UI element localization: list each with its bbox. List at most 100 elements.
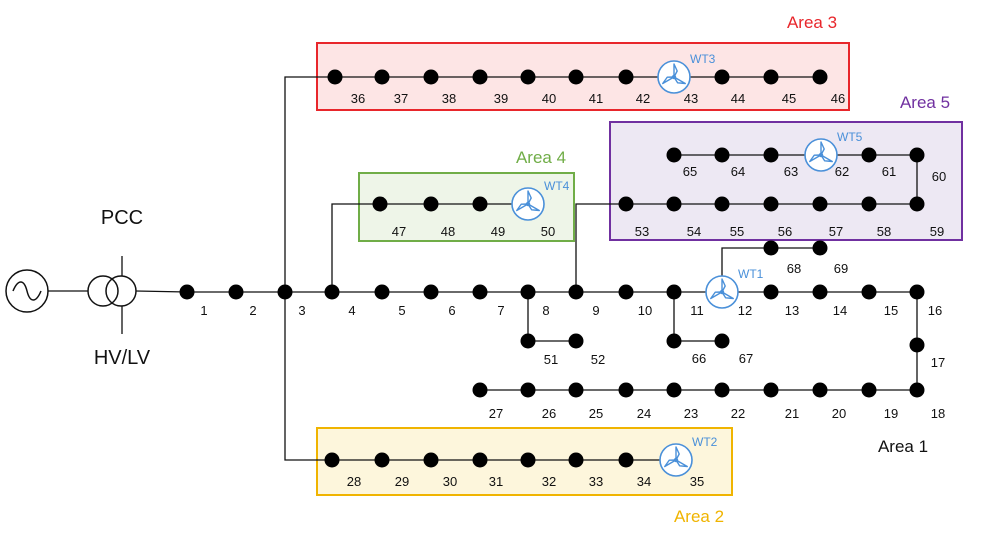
- wind-turbine-wt3-icon: [657, 60, 691, 94]
- bus-label-8: 8: [542, 303, 549, 318]
- transformer-line: [135, 290, 188, 293]
- bus-48: [423, 196, 439, 212]
- bus-23: [666, 382, 682, 398]
- bus-label-12: 12: [738, 303, 752, 318]
- bus-19: [861, 382, 877, 398]
- bus-68: [763, 240, 779, 256]
- bus-38: [423, 69, 439, 85]
- bus-label-30: 30: [443, 474, 457, 489]
- bus-17: [909, 337, 925, 353]
- bus-58: [861, 196, 877, 212]
- bus-label-13: 13: [785, 303, 799, 318]
- bus-54: [666, 196, 682, 212]
- bus-47: [372, 196, 388, 212]
- wt-label-wt2: WT2: [692, 435, 718, 449]
- bus-63: [763, 147, 779, 163]
- transformer-icon: [87, 275, 137, 307]
- bus-label-27: 27: [489, 406, 503, 421]
- bus-label-34: 34: [637, 474, 651, 489]
- bus-label-49: 49: [491, 224, 505, 239]
- bus-label-7: 7: [497, 303, 504, 318]
- bus-label-16: 16: [928, 303, 942, 318]
- bus-label-17: 17: [931, 355, 945, 370]
- bus-37: [374, 69, 390, 85]
- bus-56: [763, 196, 779, 212]
- bus-55: [714, 196, 730, 212]
- bus-51: [520, 333, 536, 349]
- ac-source: [5, 269, 49, 313]
- area-1-label: Area 1: [878, 437, 928, 456]
- bus-2: [228, 284, 244, 300]
- bus-label-53: 53: [635, 224, 649, 239]
- bus-31: [472, 452, 488, 468]
- wt-label-wt3: WT3: [690, 52, 716, 66]
- bus-label-3: 3: [298, 303, 305, 318]
- bus-label-40: 40: [542, 91, 556, 106]
- wt-label-wt5: WT5: [837, 130, 863, 144]
- bus-label-42: 42: [636, 91, 650, 106]
- bus-18: [909, 382, 925, 398]
- bus-53: [618, 196, 634, 212]
- bus-64: [714, 147, 730, 163]
- bus-label-35: 35: [690, 474, 704, 489]
- bus-label-2: 2: [249, 303, 256, 318]
- bus-label-29: 29: [395, 474, 409, 489]
- bus-label-62: 62: [835, 164, 849, 179]
- bus-6: [423, 284, 439, 300]
- bus-24: [618, 382, 634, 398]
- bus-label-47: 47: [392, 224, 406, 239]
- bus-15: [861, 284, 877, 300]
- bus-45: [763, 69, 779, 85]
- bus-label-54: 54: [687, 224, 701, 239]
- wind-turbine-wt1-icon: [705, 275, 739, 309]
- bus-label-20: 20: [832, 406, 846, 421]
- bus-5: [374, 284, 390, 300]
- bus-label-56: 56: [778, 224, 792, 239]
- pcc-label: PCC: [101, 207, 143, 229]
- bus-label-4: 4: [348, 303, 355, 318]
- wind-turbine-wt4-icon: [511, 187, 545, 221]
- area-5-label: Area 5: [900, 93, 950, 112]
- bus-label-5: 5: [398, 303, 405, 318]
- bus-33: [568, 452, 584, 468]
- area-3-label: Area 3: [787, 13, 837, 32]
- branch-51-52-line: [527, 292, 576, 342]
- bus-67: [714, 333, 730, 349]
- transformer-label: HV/LV: [94, 347, 151, 369]
- area4-feeder-line: [331, 203, 528, 292]
- area-4-label: Area 4: [516, 148, 566, 167]
- bus-69: [812, 240, 828, 256]
- area-5-box: [609, 121, 963, 241]
- bus-21: [763, 382, 779, 398]
- bus-1: [179, 284, 195, 300]
- bus-34: [618, 452, 634, 468]
- bus-52: [568, 333, 584, 349]
- bus-label-31: 31: [489, 474, 503, 489]
- area-2-label: Area 2: [674, 507, 724, 526]
- bus-39: [472, 69, 488, 85]
- bus-label-50: 50: [541, 224, 555, 239]
- bus-41: [568, 69, 584, 85]
- bus-label-26: 26: [542, 406, 556, 421]
- bus-label-36: 36: [351, 91, 365, 106]
- bus-40: [520, 69, 536, 85]
- bus-label-52: 52: [591, 352, 605, 367]
- bus-label-55: 55: [730, 224, 744, 239]
- bus-label-64: 64: [731, 164, 745, 179]
- bus-label-48: 48: [441, 224, 455, 239]
- wt-label-wt1: WT1: [738, 267, 764, 281]
- bus-label-59: 59: [930, 224, 944, 239]
- bus-7: [472, 284, 488, 300]
- bus-32: [520, 452, 536, 468]
- bus-42: [618, 69, 634, 85]
- bus-65: [666, 147, 682, 163]
- bus-label-22: 22: [731, 406, 745, 421]
- bus-label-67: 67: [739, 351, 753, 366]
- bus-label-37: 37: [394, 91, 408, 106]
- bus-49: [472, 196, 488, 212]
- bus-label-15: 15: [884, 303, 898, 318]
- bus-label-65: 65: [683, 164, 697, 179]
- bus-4: [324, 284, 340, 300]
- bus-30: [423, 452, 439, 468]
